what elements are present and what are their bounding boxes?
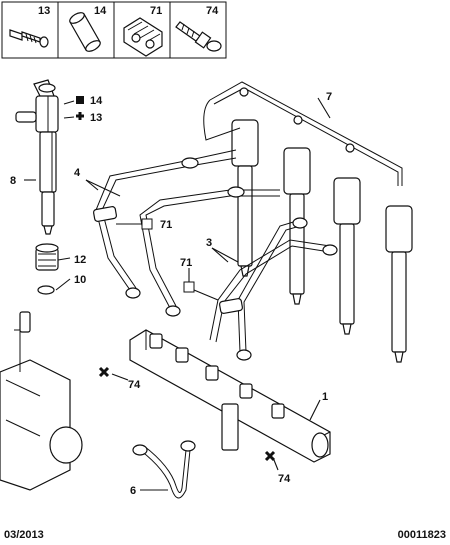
- seal-ring-detail: [35, 243, 59, 271]
- bolt-icon: [175, 21, 222, 52]
- clip-marker-box-upper: [141, 218, 153, 230]
- high-pressure-pump: [0, 311, 83, 491]
- feed-pipe-6: [132, 440, 196, 499]
- pipe-harness-3: [209, 217, 338, 361]
- return-line: [203, 81, 403, 186]
- callout-12: 12: [74, 254, 86, 266]
- header-ref-74: 74: [206, 5, 219, 17]
- clip-icon: [123, 17, 163, 57]
- footer-date: 03/2013: [4, 529, 44, 541]
- callout-4: 4: [74, 167, 81, 179]
- pipe-harness-4: [93, 149, 280, 317]
- callout-8: 8: [10, 175, 16, 187]
- callout-1: 1: [322, 391, 328, 403]
- injector-detail: [15, 79, 59, 235]
- callout-14: 14: [90, 95, 103, 107]
- cross-marker-74-right: [264, 450, 276, 462]
- header-ref-71: 71: [150, 5, 162, 17]
- sleeve-icon: [69, 12, 101, 52]
- injector-bank: [231, 119, 413, 363]
- stud-icon: [9, 29, 49, 48]
- header-parts-strip: 13 14 71 74: [1, 1, 227, 59]
- fuel-rail: [129, 329, 331, 463]
- callout-3: 3: [206, 237, 212, 249]
- header-ref-14: 14: [94, 5, 107, 17]
- clip-marker-box-lower: [183, 281, 195, 293]
- callout-71-lower: 71: [180, 257, 192, 269]
- header-ref-13: 13: [38, 5, 50, 17]
- callout-7: 7: [326, 91, 332, 103]
- plus-marker-13: [76, 112, 84, 120]
- washer-detail: [37, 285, 55, 295]
- callout-10: 10: [74, 274, 86, 286]
- callout-13: 13: [90, 112, 102, 124]
- callout-6: 6: [130, 485, 136, 497]
- callout-71-upper: 71: [160, 219, 172, 231]
- leader-lines: [24, 97, 331, 491]
- callout-74-right: 74: [278, 473, 291, 485]
- footer-code: 00011823: [397, 529, 446, 541]
- square-marker-14: [76, 96, 84, 104]
- cross-marker-74-left: [98, 366, 110, 378]
- callout-74-left: 74: [128, 379, 141, 391]
